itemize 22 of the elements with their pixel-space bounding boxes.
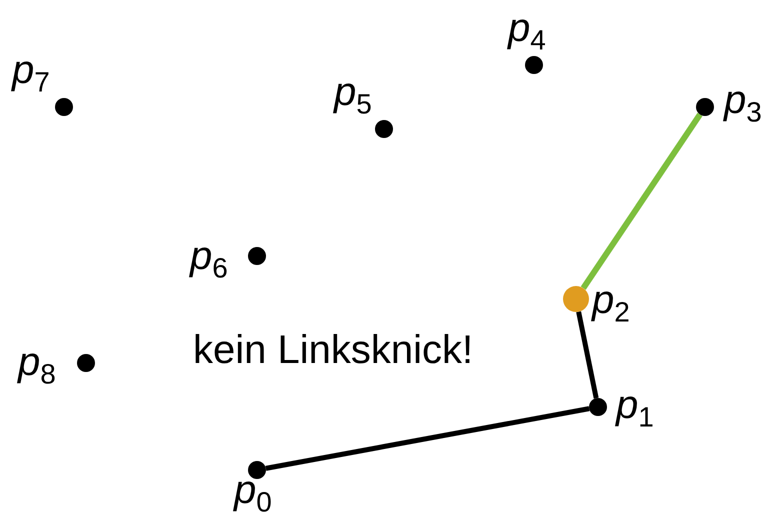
point [248,247,266,265]
point [77,354,95,372]
point [248,461,266,479]
annotation-text: kein Linksknick! [193,330,474,370]
point-label: p$_{6}$ [190,236,228,282]
line-segment [576,311,599,399]
highlighted-point [563,286,589,312]
point-label: p$_{4}$ [508,8,546,54]
point-label: p$_{3}$ [724,80,762,126]
point-label: p$_{0}$ [234,470,272,516]
highlighted-segment [580,112,702,290]
point-label: p$_{1}$ [616,385,654,432]
point [696,98,714,116]
point [375,120,393,138]
point [525,56,543,74]
point [55,98,73,116]
point-label: p$_{8}$ [18,342,56,388]
point [589,398,607,416]
point-label: p$_{5}$ [334,72,372,118]
line-segment [265,406,590,471]
point-label: p$_{2}$ [592,280,630,326]
point-label: p$_{7}$ [12,50,50,96]
